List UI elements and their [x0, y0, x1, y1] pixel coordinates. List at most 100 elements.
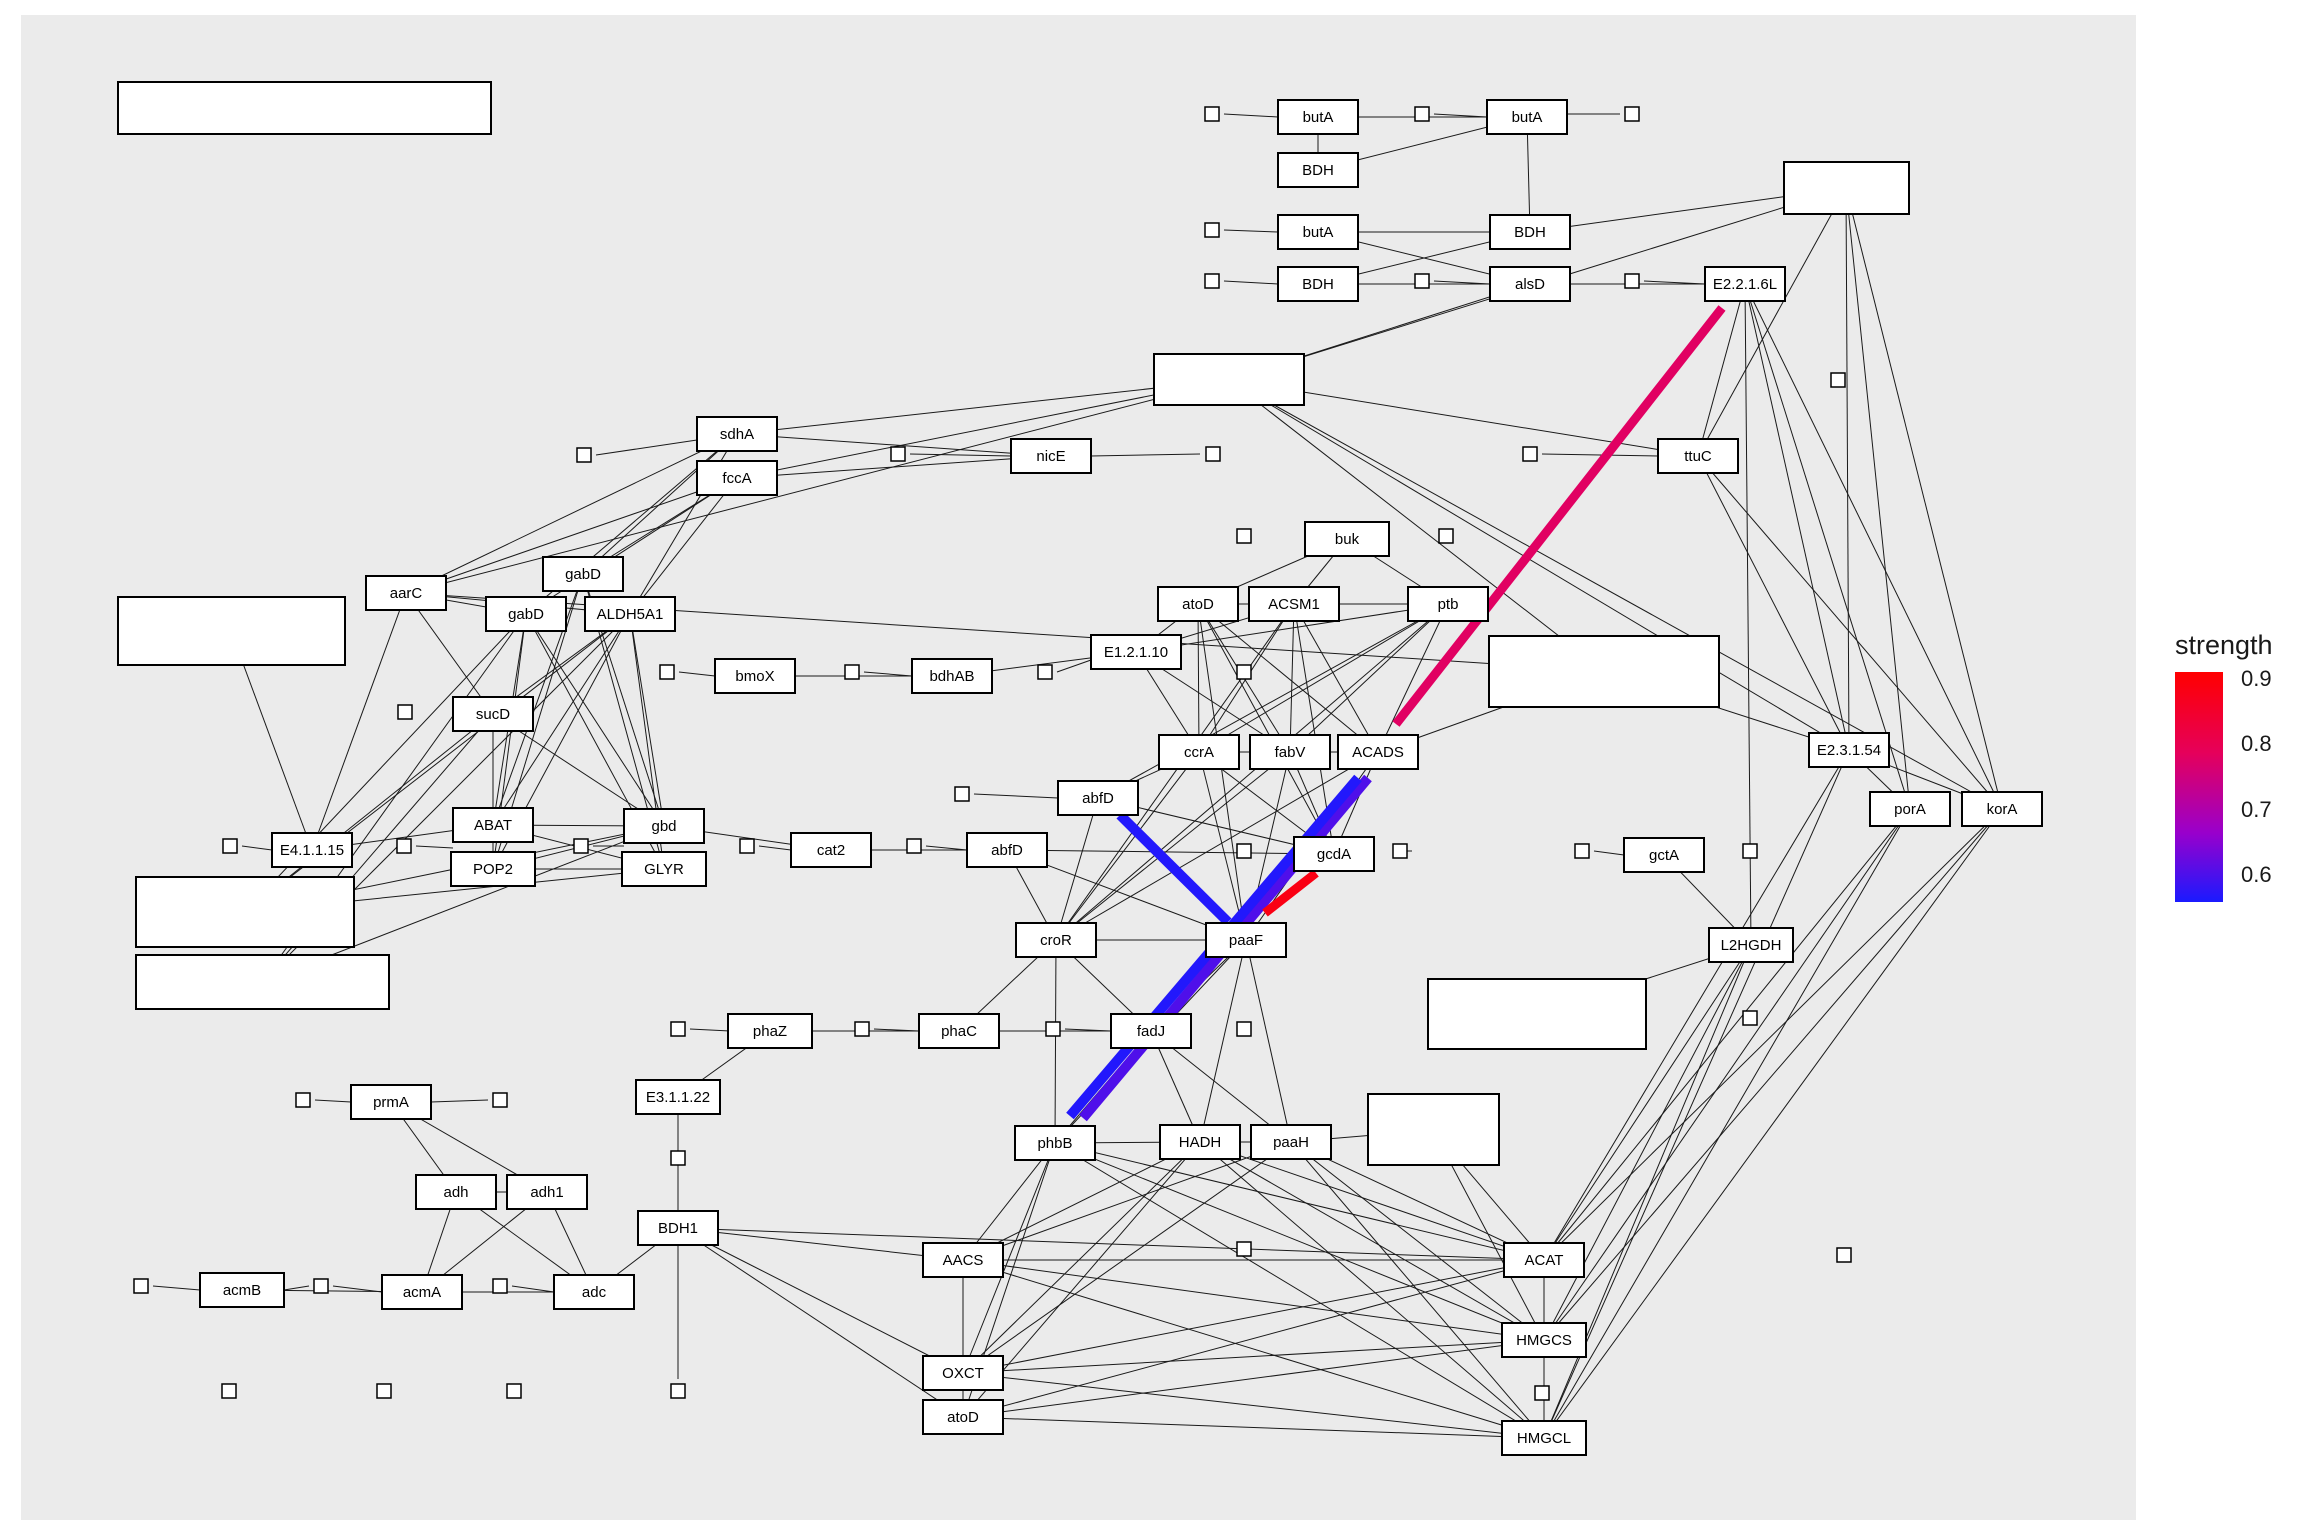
- node-label: alsD: [1515, 276, 1545, 293]
- edge-line: [430, 1099, 489, 1103]
- node-box: [966, 832, 1048, 868]
- node-pora: porA: [1869, 791, 1951, 827]
- legend-tick: [2225, 876, 2233, 878]
- strong-edge-abfD_1-paaF: [1116, 811, 1232, 926]
- node-label: ttuC: [1684, 448, 1712, 465]
- node-box: [911, 658, 993, 694]
- edge-line: [1055, 603, 1295, 941]
- node-label: gabD: [565, 566, 601, 583]
- node-box: [635, 1079, 721, 1115]
- node-acat: ACAT: [1503, 1242, 1585, 1278]
- node-box: [553, 1274, 635, 1310]
- node-box: [1090, 634, 1182, 670]
- empty-node-square: [854, 1021, 870, 1037]
- empty-node-square: [492, 1278, 508, 1294]
- node-acmb: acmB: [199, 1272, 285, 1308]
- empty-node-square: [890, 446, 906, 462]
- edge-line: [492, 573, 584, 826]
- node-box: [450, 851, 536, 887]
- node-e41115: E4.1.1.15: [271, 832, 353, 868]
- node-gcda: gcdA: [1293, 836, 1375, 872]
- legend-label-0-8: 0.8: [2241, 731, 2272, 756]
- edge-line: [1245, 939, 1292, 1143]
- edge-line: [1135, 603, 1449, 653]
- edge-line: [1056, 659, 1092, 673]
- node-label: bmoX: [735, 668, 774, 685]
- node-box: [918, 1013, 1000, 1049]
- empty-node-square: [670, 1383, 686, 1399]
- empty-node-square: [492, 1092, 508, 1108]
- node-box: [1704, 266, 1786, 302]
- node-hadh: HADH: [1159, 1124, 1241, 1160]
- node-label: fabV: [1275, 744, 1306, 761]
- node-label: OXCT: [942, 1365, 984, 1382]
- edge-line: [962, 1259, 1545, 1439]
- edge-line: [492, 713, 665, 827]
- node-label: BDH: [1514, 224, 1546, 241]
- edge-line: [1543, 808, 1911, 1341]
- edge-line: [677, 1227, 964, 1261]
- node-bdh_2: BDH: [1489, 214, 1571, 250]
- node-fadj: fadJ: [1110, 1013, 1192, 1049]
- empty-node-square: [1522, 446, 1538, 462]
- node-bdhab: bdhAB: [911, 658, 993, 694]
- edge-line: [962, 1339, 1545, 1374]
- legend-tick: [2225, 745, 2233, 747]
- node-label: GLYR: [644, 861, 684, 878]
- node-acma: acmA: [381, 1274, 463, 1310]
- edge-line: [1293, 603, 1379, 753]
- node-label: ptb: [1438, 596, 1459, 613]
- empty-node-square: [1236, 843, 1252, 859]
- edge-line: [1543, 749, 1850, 1439]
- node-box: [584, 596, 676, 632]
- empty-node-square: [221, 1383, 237, 1399]
- edge-line: [1197, 603, 1335, 855]
- node-label: L2HGDH: [1721, 937, 1782, 954]
- node-box: [485, 596, 567, 632]
- node-e12110: E1.2.1.10: [1090, 634, 1182, 670]
- edge-line: [962, 1259, 1545, 1374]
- node-aacs: AACS: [922, 1242, 1004, 1278]
- empty-label-box: [1783, 161, 1910, 215]
- node-box: [1489, 266, 1571, 302]
- empty-node-square: [739, 838, 755, 854]
- node-label: adh1: [530, 1184, 563, 1201]
- edge-line: [492, 613, 631, 826]
- empty-label-box: [135, 876, 355, 948]
- empty-node-square: [1742, 843, 1758, 859]
- node-label: butA: [1512, 109, 1543, 126]
- edge-line: [311, 592, 407, 851]
- node-buta_3: butA: [1277, 214, 1359, 250]
- empty-node-square: [506, 1383, 522, 1399]
- node-gcta: gctA: [1623, 837, 1705, 873]
- empty-node-square: [1742, 1010, 1758, 1026]
- edge-line: [1697, 455, 2003, 810]
- node-label: BDH: [1302, 162, 1334, 179]
- edge-line: [1289, 603, 1449, 753]
- node-acads: ACADS: [1337, 734, 1419, 770]
- node-box: [623, 808, 705, 844]
- node-acsm1: ACSM1: [1248, 586, 1340, 622]
- edge-line: [1198, 603, 1449, 753]
- edge-line: [736, 455, 1052, 479]
- empty-node-square: [1534, 1385, 1550, 1401]
- edge-line: [1055, 751, 1379, 941]
- edge-line: [1543, 749, 1850, 1261]
- node-box: [727, 1013, 813, 1049]
- node-label: phbB: [1037, 1135, 1072, 1152]
- node-box: [1623, 837, 1705, 873]
- edge-line: [962, 1416, 1545, 1439]
- node-sucd: sucD: [452, 696, 534, 732]
- node-box: [1157, 586, 1239, 622]
- node-label: E3.1.1.22: [646, 1089, 710, 1106]
- node-box: [1159, 1124, 1241, 1160]
- node-box: [1014, 1125, 1096, 1161]
- edge-line: [736, 379, 1230, 479]
- edge-line: [962, 1142, 1056, 1374]
- empty-label-box: [1153, 353, 1305, 406]
- node-label: abfD: [1082, 790, 1114, 807]
- edge-line: [1197, 603, 1247, 941]
- node-label: atoD: [1182, 596, 1214, 613]
- legend-title: strength: [2175, 630, 2273, 660]
